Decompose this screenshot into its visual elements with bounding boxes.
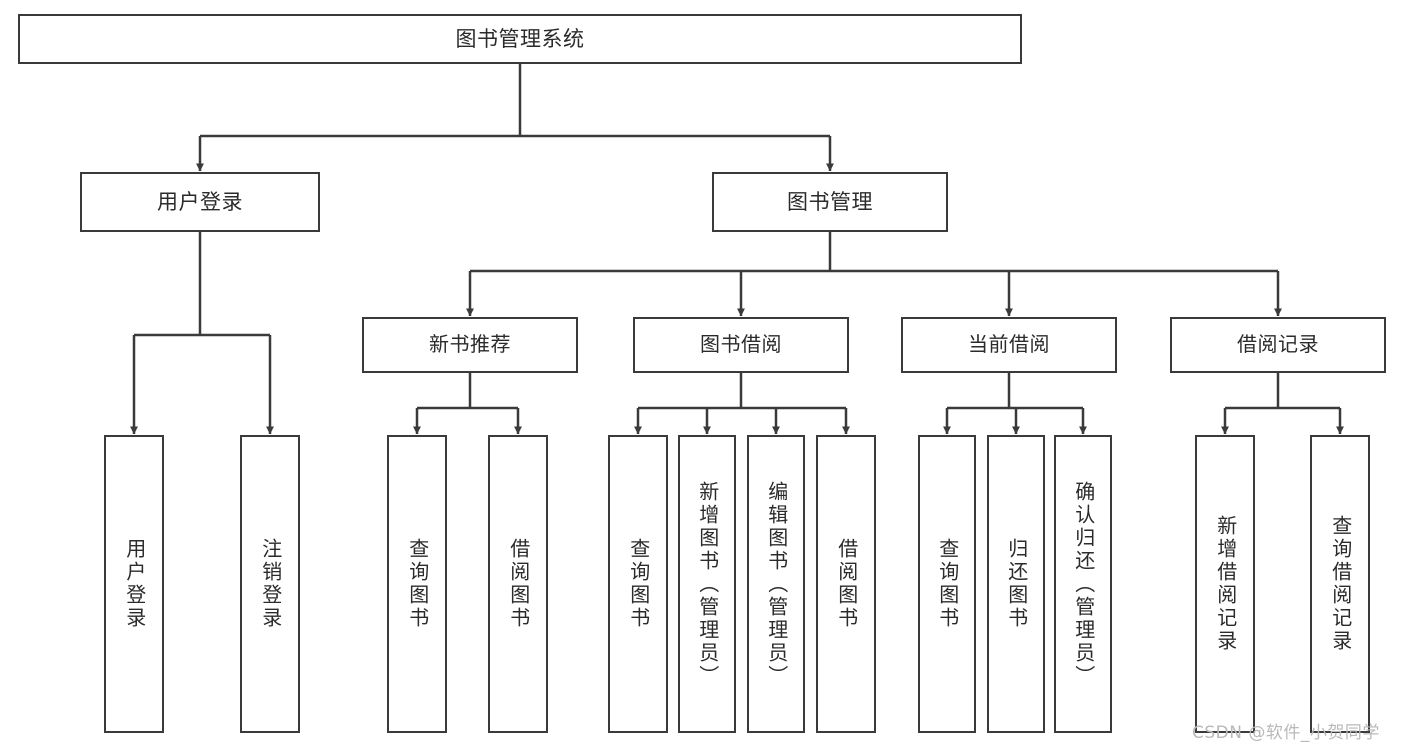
node-leaf-borrow-book-1[interactable]: 借阅图书 bbox=[488, 435, 548, 733]
node-label: 查询借阅记录 bbox=[1328, 515, 1353, 653]
node-leaf-confirm-ret[interactable]: 确认归还（管理员） bbox=[1054, 435, 1112, 733]
node-leaf-return-book[interactable]: 归还图书 bbox=[987, 435, 1045, 733]
node-label: 当前借阅 bbox=[968, 332, 1050, 357]
node-leaf-query-book-2[interactable]: 查询图书 bbox=[608, 435, 668, 733]
node-leaf-user-login[interactable]: 用户登录 bbox=[104, 435, 164, 733]
edges bbox=[130, 64, 1344, 435]
node-label: 图书管理 bbox=[787, 189, 873, 214]
node-label: 新增图书（管理员） bbox=[695, 480, 720, 688]
node-leaf-query-book-3[interactable]: 查询图书 bbox=[918, 435, 976, 733]
node-cur-borrow[interactable]: 当前借阅 bbox=[901, 317, 1117, 373]
node-label: 借阅记录 bbox=[1237, 332, 1319, 357]
node-leaf-user-logout[interactable]: 注销登录 bbox=[240, 435, 300, 733]
node-new-book-rec[interactable]: 新书推荐 bbox=[362, 317, 578, 373]
node-leaf-borrow-book-2[interactable]: 借阅图书 bbox=[816, 435, 876, 733]
node-label: 确认归还（管理员） bbox=[1071, 480, 1096, 688]
node-borrow-log[interactable]: 借阅记录 bbox=[1170, 317, 1386, 373]
node-label: 借阅图书 bbox=[506, 538, 531, 630]
node-label: 注销登录 bbox=[258, 538, 283, 630]
node-label: 新书推荐 bbox=[429, 332, 511, 357]
node-label: 借阅图书 bbox=[834, 538, 859, 630]
node-leaf-query-book-1[interactable]: 查询图书 bbox=[387, 435, 447, 733]
node-label: 用户登录 bbox=[157, 189, 243, 214]
node-label: 图书借阅 bbox=[700, 332, 782, 357]
node-leaf-add-log[interactable]: 新增借阅记录 bbox=[1195, 435, 1255, 733]
node-user-login[interactable]: 用户登录 bbox=[80, 172, 320, 232]
node-label: 新增借阅记录 bbox=[1213, 515, 1238, 653]
node-label: 图书管理系统 bbox=[455, 26, 585, 51]
node-label: 查询图书 bbox=[935, 538, 960, 630]
node-leaf-query-log[interactable]: 查询借阅记录 bbox=[1310, 435, 1370, 733]
node-root[interactable]: 图书管理系统 bbox=[18, 14, 1022, 64]
node-label: 查询图书 bbox=[626, 538, 651, 630]
watermark-text: CSDN @软件_小贺同学 bbox=[1192, 723, 1380, 743]
node-leaf-add-book[interactable]: 新增图书（管理员） bbox=[678, 435, 736, 733]
node-book-mgmt[interactable]: 图书管理 bbox=[712, 172, 948, 232]
node-label: 编辑图书（管理员） bbox=[764, 480, 789, 688]
node-label: 归还图书 bbox=[1004, 538, 1029, 630]
node-book-borrow[interactable]: 图书借阅 bbox=[633, 317, 849, 373]
node-label: 查询图书 bbox=[405, 538, 430, 630]
node-label: 用户登录 bbox=[122, 538, 147, 630]
node-leaf-edit-book[interactable]: 编辑图书（管理员） bbox=[747, 435, 805, 733]
